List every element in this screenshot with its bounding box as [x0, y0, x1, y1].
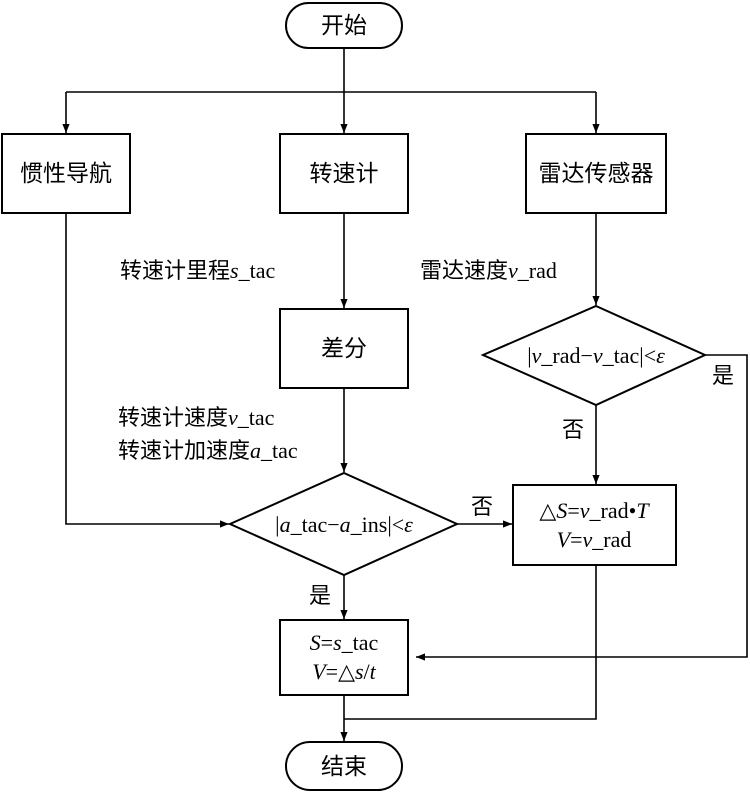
- label-tac-speed: 转速计速度v_tac: [118, 405, 275, 431]
- node-start: 开始: [285, 2, 403, 49]
- node-radar-sensor: 雷达传感器: [525, 133, 667, 214]
- tac-result-line1: S=s_tac: [310, 630, 379, 655]
- node-radar-result: △S=v_rad•T V=v_rad: [512, 484, 677, 566]
- label-accel-yes: 是: [309, 584, 331, 609]
- label-radar-yes: 是: [712, 364, 734, 389]
- node-tachometer: 转速计: [279, 133, 409, 214]
- node-radar-sensor-label: 雷达传感器: [539, 161, 654, 187]
- node-start-label: 开始: [321, 13, 367, 39]
- node-end-label: 结束: [321, 754, 367, 780]
- node-end: 结束: [285, 741, 403, 791]
- label-radar-no: 否: [562, 418, 584, 443]
- node-difference-label: 差分: [321, 336, 367, 362]
- node-difference: 差分: [279, 308, 409, 389]
- node-tac-result: S=s_tac V=△s/t: [279, 619, 409, 696]
- edge-radar-result-to-merge: [344, 565, 597, 720]
- edges: [62, 48, 748, 741]
- edge-inertial-to-decision: [65, 213, 229, 528]
- label-accel-no: 否: [471, 495, 493, 520]
- node-tachometer-label: 转速计: [310, 161, 379, 187]
- decision-radar-text: |v_rad−v_tac|<ε: [527, 343, 665, 368]
- tac-result-line2: V=△s/t: [312, 659, 376, 684]
- edge-radar-decision-yes: [416, 354, 748, 661]
- radar-result-line2: V=v_rad: [557, 527, 632, 552]
- label-tac-mileage: 转速计里程s_tac: [120, 258, 275, 284]
- node-inertial-label: 惯性导航: [20, 161, 112, 187]
- decision-radar-vs-tac: |v_rad−v_tac|<ε: [480, 304, 708, 407]
- decision-accel-vs-ins: |a_tac−a_ins|<ε: [227, 471, 460, 577]
- node-inertial-navigation: 惯性导航: [1, 133, 131, 214]
- radar-result-line1: △S=v_rad•T: [539, 498, 650, 523]
- decision-accel-text: |a_tac−a_ins|<ε: [275, 512, 413, 537]
- label-radar-speed: 雷达速度v_rad: [420, 258, 557, 284]
- label-tac-accel: 转速计加速度a_tac: [118, 438, 298, 464]
